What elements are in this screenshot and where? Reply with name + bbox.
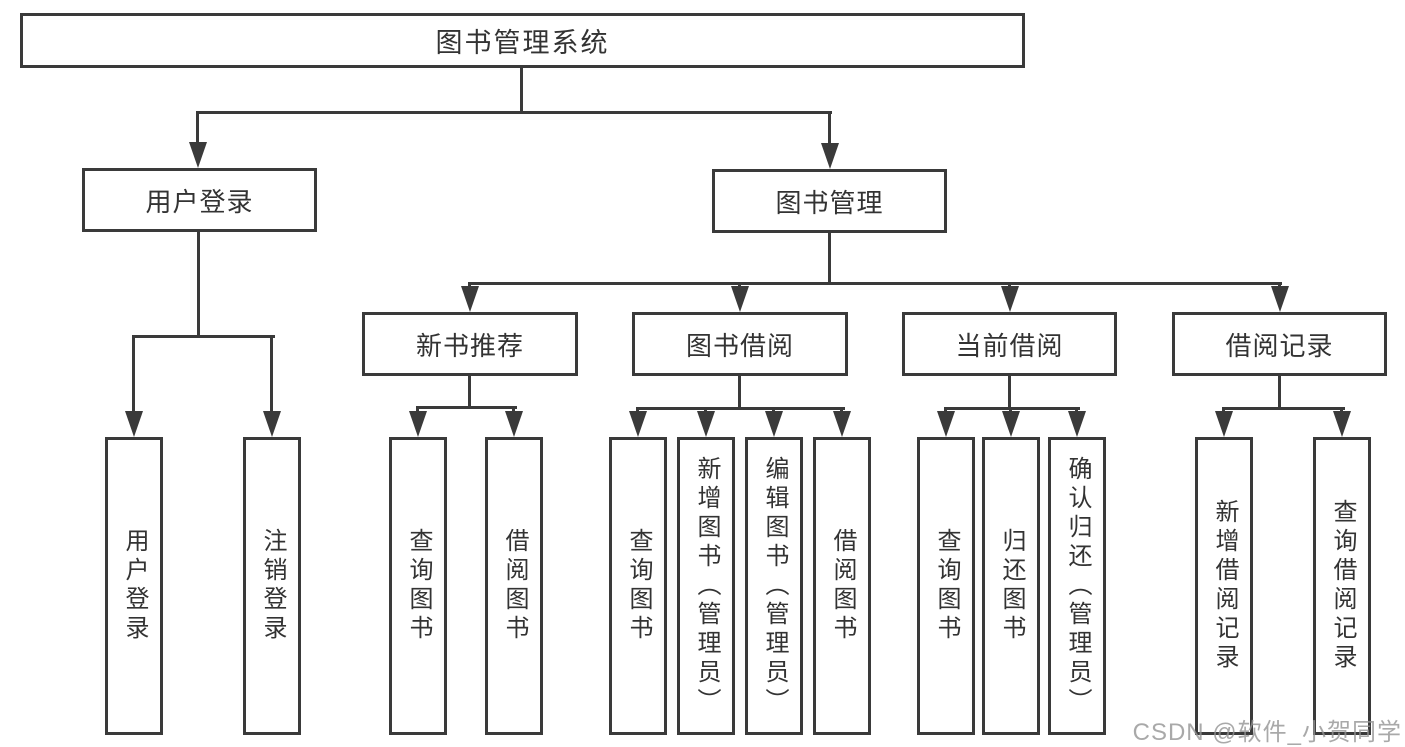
arrow-down-icon: [765, 411, 783, 437]
leaf-add-borrow-record: 新增借阅记录: [1195, 437, 1253, 735]
leaf-user-login: 用户登录: [105, 437, 163, 735]
connector-book-mgmt-stem: [828, 233, 831, 282]
node-user-login: 用户登录: [82, 168, 317, 232]
connector-records-stem: [1278, 376, 1281, 407]
leaf-logout: 注销登录: [243, 437, 301, 735]
arrow-down-icon: [821, 143, 839, 169]
arrow-down-icon: [1215, 411, 1233, 437]
connector-shaft: [270, 335, 273, 415]
node-borrow-records: 借阅记录: [1172, 312, 1387, 376]
connector-shaft: [132, 335, 135, 415]
leaf-query-borrow-record: 查询借阅记录: [1313, 437, 1371, 735]
connector-shaft: [828, 111, 831, 145]
node-new-book-recommend: 新书推荐: [362, 312, 578, 376]
arrow-down-icon: [189, 142, 207, 168]
leaf-confirm-return-admin: 确认归还（管理员）: [1048, 437, 1106, 735]
csdn-watermark: CSDN @软件_小贺同学: [1132, 719, 1402, 746]
connector-root-stem: [520, 68, 523, 111]
arrow-down-icon: [1271, 286, 1289, 312]
arrow-down-icon: [125, 411, 143, 437]
node-root-library-management-system: 图书管理系统: [20, 13, 1025, 68]
arrow-down-icon: [833, 411, 851, 437]
connector-shaft: [196, 111, 199, 145]
arrow-down-icon: [731, 286, 749, 312]
connector-recommend-split: [416, 406, 517, 409]
connector-book-mgmt-split: [468, 282, 1282, 285]
arrow-down-icon: [629, 411, 647, 437]
node-book-management: 图书管理: [712, 169, 947, 233]
leaf-edit-book-admin: 编辑图书（管理员）: [745, 437, 803, 735]
leaf-query-books-current: 查询图书: [917, 437, 975, 735]
leaf-query-books-recommend: 查询图书: [389, 437, 447, 735]
node-current-borrow: 当前借阅: [902, 312, 1117, 376]
leaf-query-books-borrow: 查询图书: [609, 437, 667, 735]
leaf-borrow-books-recommend: 借阅图书: [485, 437, 543, 735]
connector-current-split: [944, 407, 1080, 410]
node-book-borrow: 图书借阅: [632, 312, 848, 376]
connector-records-split: [1222, 407, 1345, 410]
arrow-down-icon: [937, 411, 955, 437]
leaf-return-book: 归还图书: [982, 437, 1040, 735]
connector-recommend-stem: [468, 376, 471, 406]
arrow-down-icon: [263, 411, 281, 437]
connector-current-stem: [1008, 376, 1011, 407]
arrow-down-icon: [409, 411, 427, 437]
connector-root-split: [196, 111, 832, 114]
arrow-down-icon: [505, 411, 523, 437]
connector-borrow-stem: [738, 376, 741, 407]
arrow-down-icon: [1333, 411, 1351, 437]
arrow-down-icon: [461, 286, 479, 312]
arrow-down-icon: [1068, 411, 1086, 437]
connector-user-login-stem: [197, 232, 200, 335]
arrow-down-icon: [1001, 286, 1019, 312]
arrow-down-icon: [697, 411, 715, 437]
arrow-down-icon: [1002, 411, 1020, 437]
leaf-borrow-books: 借阅图书: [813, 437, 871, 735]
connector-borrow-split: [636, 407, 845, 410]
connector-user-login-split: [132, 335, 275, 338]
leaf-add-book-admin: 新增图书（管理员）: [677, 437, 735, 735]
